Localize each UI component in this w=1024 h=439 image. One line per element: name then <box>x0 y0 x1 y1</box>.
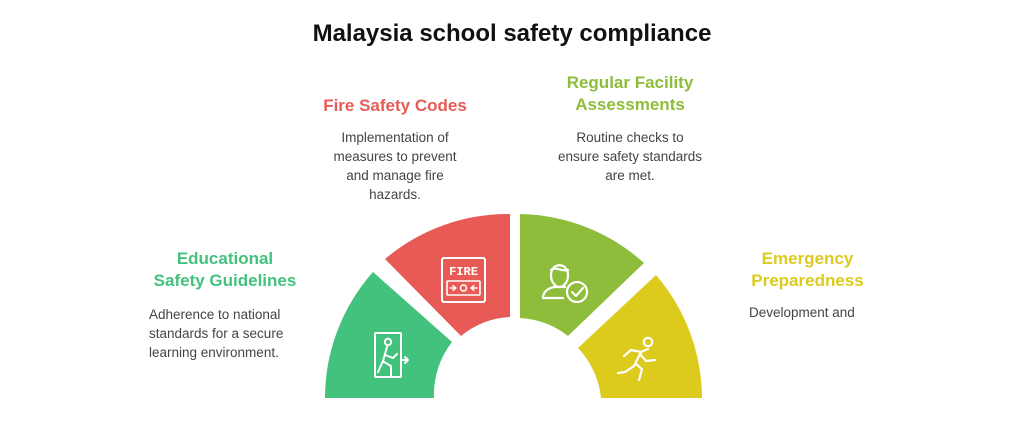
segment-educational <box>325 272 452 398</box>
page-title: Malaysia school safety compliance <box>312 20 712 47</box>
heading-educational: Educational Safety Guidelines <box>153 249 297 290</box>
desc-emergency: Development and <box>749 305 855 320</box>
svg-text:FIRE: FIRE <box>449 265 478 279</box>
segment-assessment <box>520 214 644 336</box>
desc-assessment: Routine checks to ensure safety standard… <box>557 130 703 183</box>
fire-alarm-icon: FIRE <box>441 257 486 303</box>
heading-emergency: Emergency Preparedness <box>751 249 864 290</box>
exit-door-icon <box>374 332 409 378</box>
desc-educational: Adherence to national standards for a se… <box>149 307 284 360</box>
user-check-icon <box>541 264 589 304</box>
heading-assessment: Regular Facility Assessments <box>566 73 694 114</box>
running-person-icon <box>616 336 657 382</box>
desc-fire: Implementation of measures to prevent an… <box>333 130 457 202</box>
segment-fire <box>385 213 510 336</box>
segment-emergency <box>578 275 702 398</box>
heading-fire: Fire Safety Codes <box>323 96 467 115</box>
